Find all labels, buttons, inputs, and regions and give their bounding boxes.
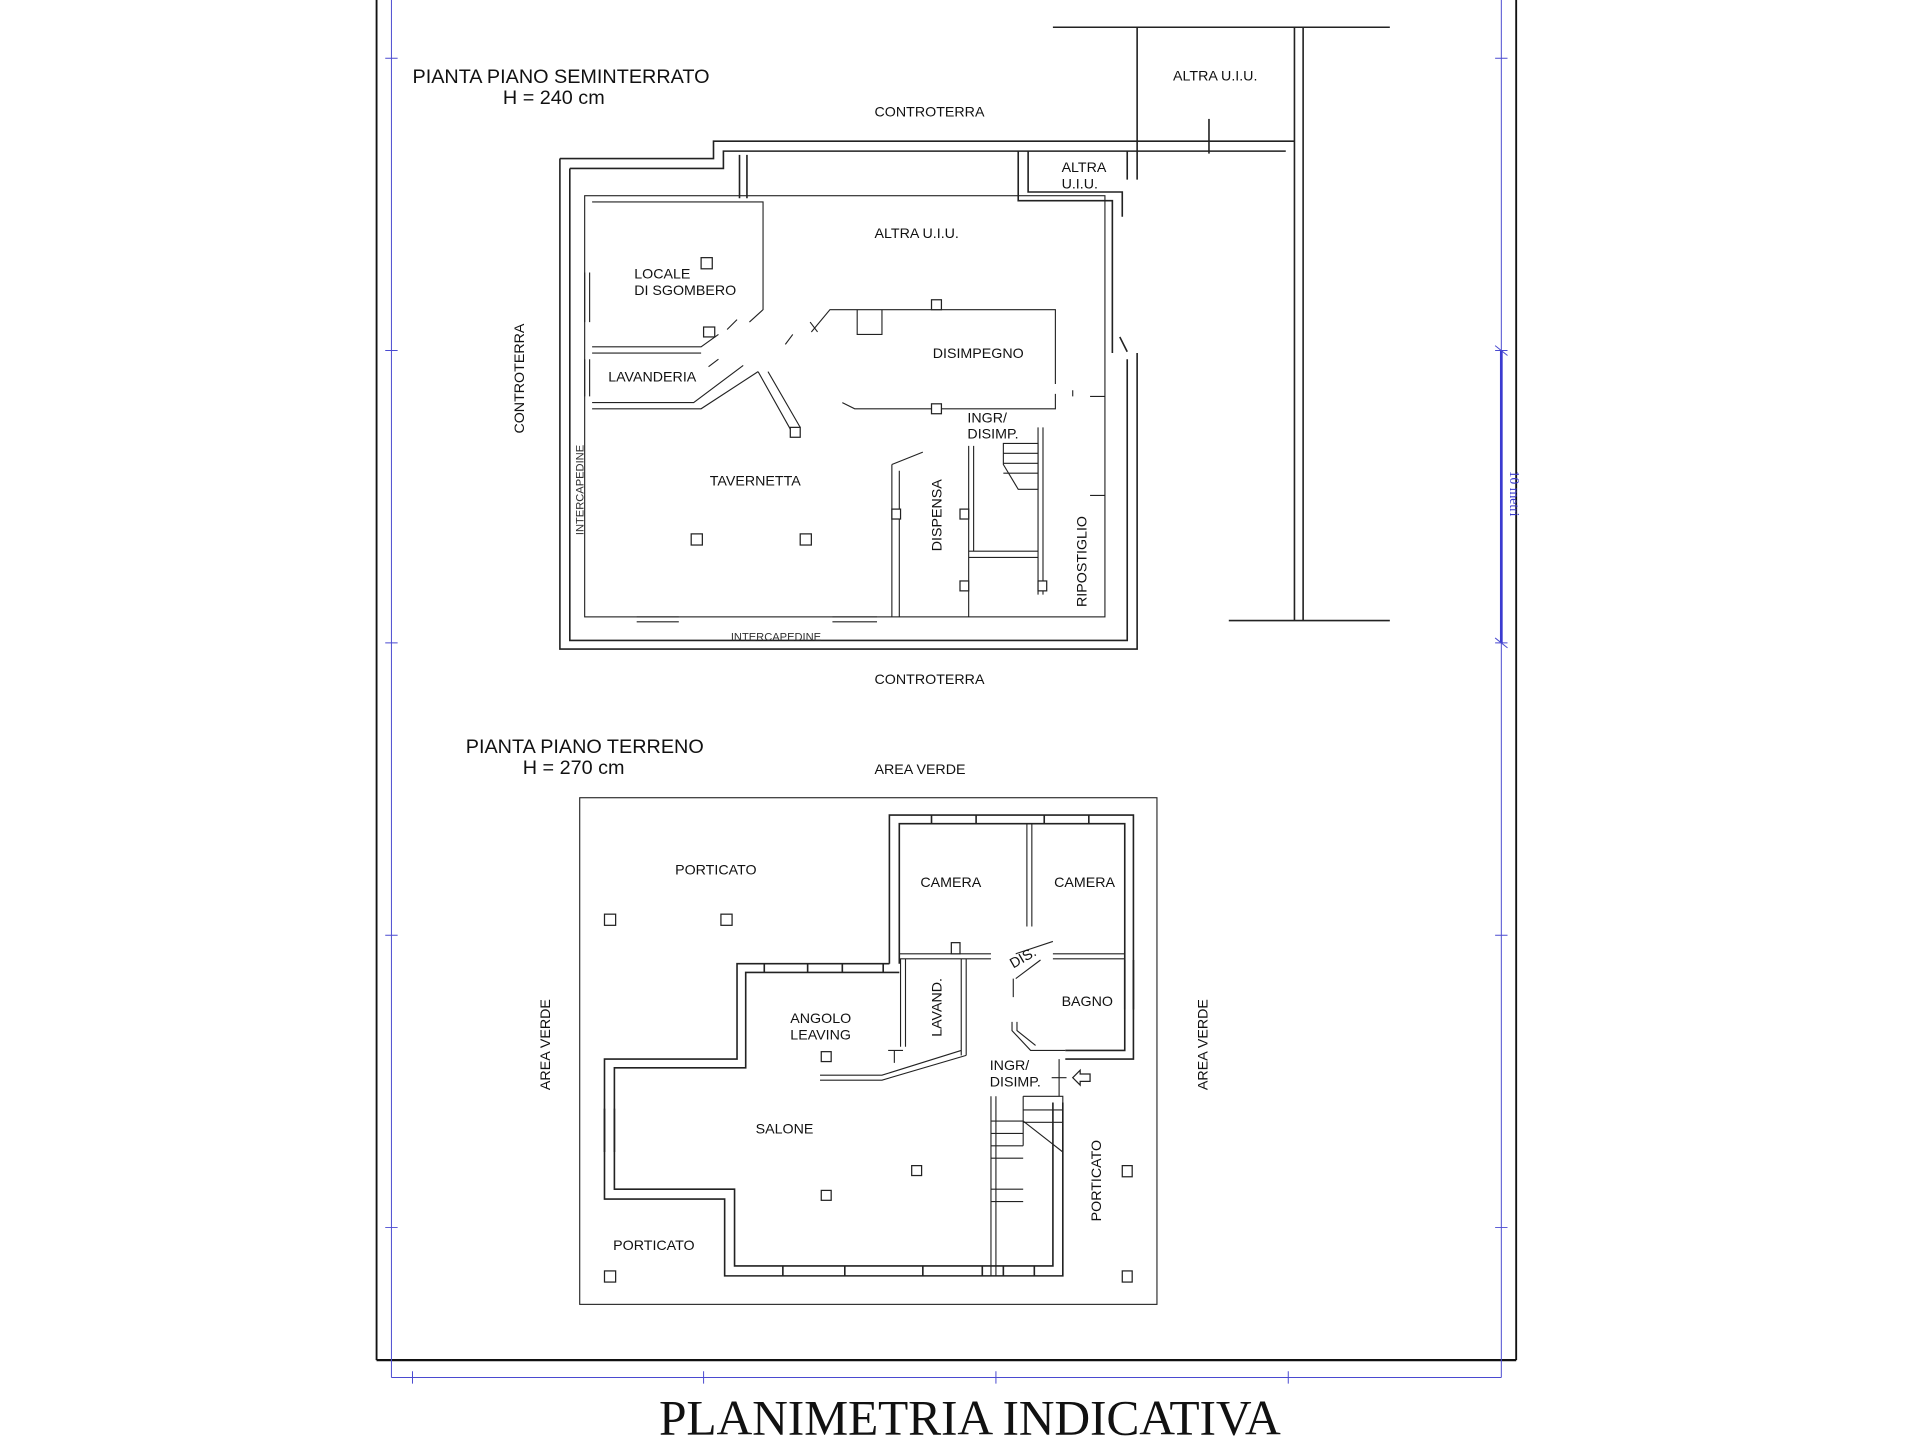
label-intercapedine-bottom: INTERCAPEDINE — [731, 631, 821, 643]
room-ingr-line2: DISIMP. — [967, 427, 1018, 443]
room-dispensa: DISPENSA — [929, 479, 945, 551]
columns — [690, 257, 1048, 592]
room-camera-1: CAMERA — [920, 875, 981, 891]
room-angolo-line2: LEAVING — [790, 1027, 851, 1043]
scale-bar-label: 10 metri — [1507, 471, 1522, 517]
room-tavernetta: TAVERNETTA — [710, 474, 801, 490]
neighbour-walls — [1052, 26, 1390, 622]
room-altra-small-line2: U.I.U. — [1062, 176, 1098, 192]
room-lavand: LAVAND. — [929, 978, 945, 1037]
label-controterra-bottom: CONTROTERRA — [875, 672, 985, 688]
label-controterra-left: CONTROTERRA — [512, 323, 528, 433]
plan-title: PIANTA PIANO SEMINTERRATO — [412, 66, 709, 88]
room-ripostiglio: RIPOSTIGLIO — [1074, 516, 1090, 607]
label-controterra-top: CONTROTERRA — [875, 104, 985, 120]
label-intercapedine-left: INTERCAPEDINE — [574, 445, 586, 535]
room-ingr-line2: DISIMP. — [990, 1074, 1041, 1090]
room-bagno: BAGNO — [1062, 994, 1113, 1010]
room-locale-line2: DI SGOMBERO — [634, 283, 736, 299]
label-area-verde-right: AREA VERDE — [1196, 999, 1212, 1090]
interior-walls — [584, 195, 1106, 623]
label-area-verde-left: AREA VERDE — [538, 999, 554, 1090]
entrance-arrow-icon — [1071, 1068, 1091, 1087]
room-angolo: ANGOLO — [790, 1011, 851, 1027]
room-ingr: INGR/ — [967, 410, 1007, 426]
plan-height: H = 270 cm — [523, 757, 625, 779]
columns — [603, 913, 1133, 1283]
plan-title: PIANTA PIANO TERRENO — [466, 736, 704, 758]
room-ingr: INGR/ — [990, 1058, 1030, 1074]
room-porticato-right: PORTICATO — [1089, 1140, 1105, 1221]
room-altra-small: ALTRA — [1062, 160, 1107, 176]
label-area-verde-top: AREA VERDE — [875, 762, 966, 778]
room-lavanderia: LAVANDERIA — [608, 370, 697, 386]
room-salone: SALONE — [756, 1121, 814, 1137]
outer-walls — [603, 814, 1135, 1277]
sheet-frame — [375, 0, 1518, 1384]
interior-walls — [820, 823, 1125, 1276]
lot-boundary — [579, 797, 1158, 1305]
room-labels: PORTICATO CAMERA CAMERA DIS. LAVAND. BAG… — [613, 863, 1115, 1254]
plan-seminterrato: PIANTA PIANO SEMINTERRATO H = 240 cm CON… — [412, 26, 1390, 688]
room-locale: LOCALE — [634, 267, 690, 283]
room-porticato-top: PORTICATO — [675, 863, 756, 879]
room-altra-uiu: ALTRA U.I.U. — [875, 226, 959, 242]
room-disimpegno: DISIMPEGNO — [933, 346, 1024, 362]
scale-bar: 10 metri — [1494, 345, 1522, 649]
room-camera-2: CAMERA — [1054, 875, 1115, 891]
room-dis: DIS. — [1007, 944, 1039, 972]
plan-height: H = 240 cm — [503, 87, 605, 109]
outer-walls — [559, 140, 1295, 650]
room-porticato-bottom: PORTICATO — [613, 1238, 694, 1254]
plan-terreno: PIANTA PIANO TERRENO H = 270 cm AREA VER… — [466, 736, 1212, 1305]
room-altra-right: ALTRA U.I.U. — [1173, 69, 1257, 85]
footer-title: PLANIMETRIA INDICATIVA — [659, 1390, 1281, 1440]
room-labels: LOCALE DI SGOMBERO LAVANDERIA TAVERNETTA… — [574, 69, 1257, 644]
